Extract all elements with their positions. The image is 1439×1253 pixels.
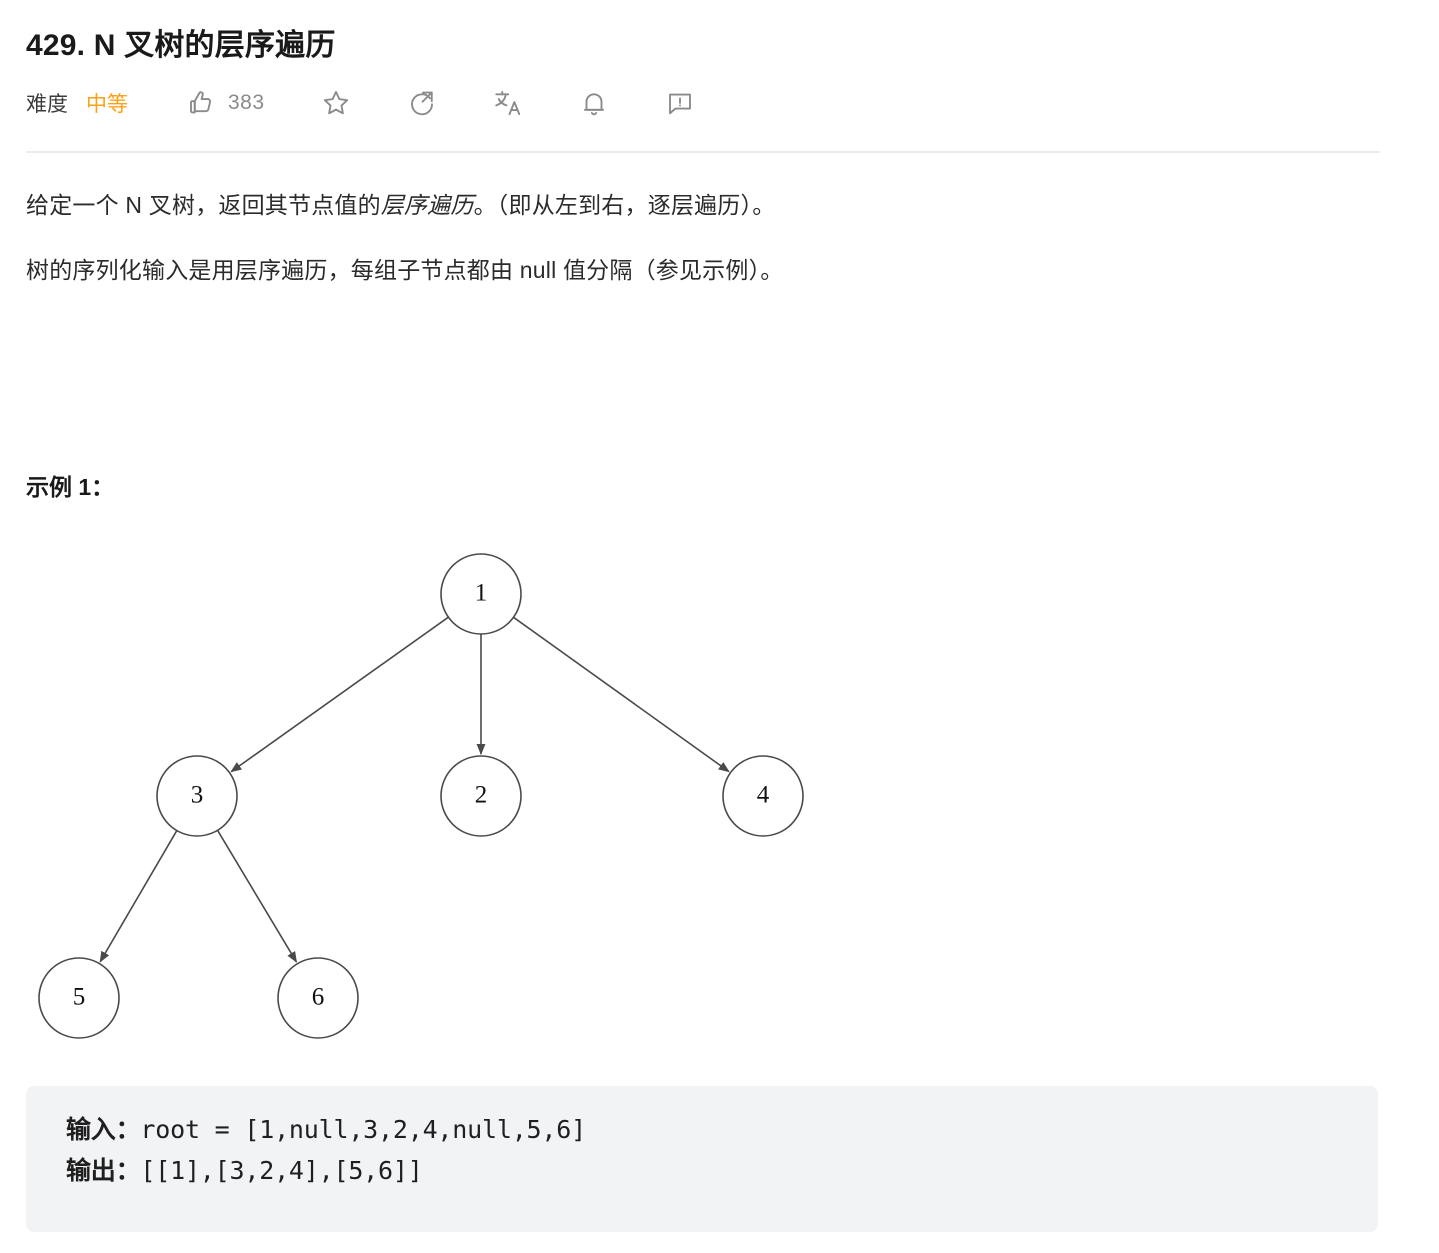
tree-node: 1 — [440, 553, 522, 635]
header-divider — [26, 150, 1380, 153]
tree-node: 4 — [722, 755, 804, 837]
description-para1-emphasis: 层序遍历 — [380, 191, 474, 218]
input-value: root = [1,null,3,2,4,null,5,6] — [140, 1115, 586, 1144]
tree-node-label: 1 — [475, 580, 488, 607]
tree-node: 2 — [440, 755, 522, 837]
description-paragraph-2: 树的序列化输入是用层序遍历，每组子节点都由 null 值分隔（参见示例）。 — [26, 257, 784, 284]
description-para1-before: 给定一个 N 叉树，返回其节点值的 — [26, 191, 381, 218]
tree-nodes: 1 3 2 4 5 6 — [38, 553, 804, 1039]
tree-node-circle — [440, 553, 522, 635]
problem-description: 给定一个 N 叉树，返回其节点值的层序遍历。（即从左到右，逐层遍历）。 树的序列… — [26, 187, 1413, 291]
star-icon — [321, 88, 351, 118]
like-button[interactable]: 383 — [186, 88, 265, 118]
notification-button[interactable] — [579, 88, 609, 118]
tree-node: 5 — [38, 957, 120, 1039]
example-output-line: 输出：[[1],[3,2,4],[5,6]] — [66, 1151, 1338, 1192]
translate-icon — [493, 88, 523, 118]
example-code-block: 输入：root = [1,null,3,2,4,null,5,6] 输出：[[1… — [26, 1086, 1378, 1232]
tree-node-label: 4 — [757, 782, 770, 809]
tree-node-label: 5 — [73, 984, 86, 1011]
bell-icon — [579, 88, 609, 118]
example-tree-diagram: 1 3 2 4 5 6 — [0, 530, 900, 1060]
favorite-button[interactable] — [321, 88, 351, 118]
tree-node-circle — [722, 755, 804, 837]
tree-edge — [216, 829, 298, 963]
description-para1-after: 。（即从左到右，逐层遍历）。 — [473, 191, 776, 218]
action-toolbar: 383 — [186, 88, 695, 118]
output-label: 输出： — [66, 1155, 141, 1185]
problem-meta-row: 难度 中等 383 — [26, 75, 1413, 131]
tree-edges — [99, 616, 730, 963]
share-icon — [407, 88, 437, 118]
thumbs-up-icon — [186, 88, 216, 118]
comment-alert-icon — [665, 88, 695, 118]
tree-svg: 1 3 2 4 5 6 — [38, 553, 804, 1039]
tree-node-circle — [156, 755, 238, 837]
like-count: 383 — [228, 90, 265, 114]
example-heading: 示例 1： — [26, 474, 115, 500]
difficulty-badge: 中等 — [86, 92, 128, 116]
tree-node: 6 — [277, 957, 359, 1039]
tree-edge — [513, 616, 730, 773]
description-paragraph-1: 给定一个 N 叉树，返回其节点值的层序遍历。（即从左到右，逐层遍历）。 — [26, 187, 1413, 225]
tree-node-circle — [38, 957, 120, 1039]
tree-node-label: 2 — [475, 782, 488, 809]
share-button[interactable] — [407, 88, 437, 118]
tree-node-label: 3 — [191, 782, 204, 809]
tree-node-circle — [277, 957, 359, 1039]
tree-edge — [99, 830, 178, 963]
page-title: 429. N 叉树的层序遍历 — [26, 29, 336, 62]
tree-edge — [230, 616, 449, 773]
tree-node-label: 6 — [312, 984, 325, 1011]
difficulty-label: 难度 — [26, 92, 68, 116]
example-input-line: 输入：root = [1,null,3,2,4,null,5,6] — [66, 1110, 1338, 1151]
output-value: [[1],[3,2,4],[5,6]] — [140, 1155, 423, 1185]
tree-node: 3 — [156, 755, 238, 837]
translate-button[interactable] — [493, 88, 523, 118]
tree-node-circle — [440, 755, 522, 837]
input-label: 输入： — [66, 1115, 141, 1144]
report-button[interactable] — [665, 88, 695, 118]
